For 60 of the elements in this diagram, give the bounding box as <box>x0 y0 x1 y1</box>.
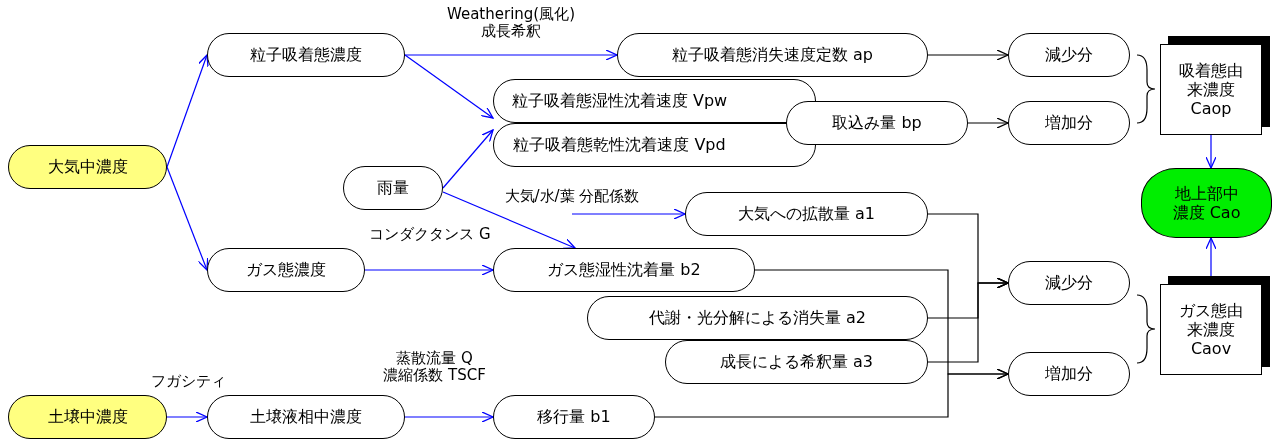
process-pill <box>207 248 365 292</box>
node-text: 移行量 b1 <box>537 407 611 427</box>
arrow <box>1205 134 1217 169</box>
process-pill <box>617 33 928 77</box>
arrow <box>166 166 209 271</box>
result-pill <box>1141 168 1272 238</box>
node-text: 吸着態由来濃度 Caop <box>1178 60 1244 119</box>
node-text: 代謝・光分解による消失量 a2 <box>648 308 867 328</box>
arrow <box>442 191 576 249</box>
process-pill <box>1008 352 1130 396</box>
arrow <box>364 264 494 276</box>
shadowed-box <box>1160 36 1270 135</box>
node-text: 粒子吸着態消失速度定数 ap <box>671 45 873 65</box>
arrow <box>571 208 686 220</box>
process-pill <box>493 79 816 123</box>
node-text: 大気中濃度 <box>47 157 128 177</box>
node-text: 大気への拡散量 a1 <box>737 204 876 224</box>
node-text: 増加分 <box>1045 113 1093 133</box>
node-text: 減少分 <box>1045 273 1093 293</box>
node-text: 取込み量 bp <box>832 113 922 133</box>
node-text: 地上部中濃度 Cao <box>1171 183 1242 223</box>
process-pill <box>343 166 443 210</box>
node-text: 減少分 <box>1045 45 1093 65</box>
process-pill <box>786 101 968 145</box>
node-text: ガス態由来濃度 Caov <box>1178 300 1244 359</box>
arrow <box>654 368 1009 418</box>
process-pill <box>493 248 755 292</box>
node-text: 成長による希釈量 a3 <box>719 352 874 372</box>
arrow <box>404 54 494 119</box>
node-text: ガス態湿性沈着量 b2 <box>547 260 701 280</box>
process-pill <box>493 395 655 439</box>
arrow <box>927 49 1009 61</box>
arrow <box>404 49 618 61</box>
arrow <box>1205 237 1217 277</box>
arrow <box>967 117 1009 129</box>
arrow <box>442 129 494 189</box>
node-text: 土壌液相中濃度 <box>250 407 362 427</box>
process-pill <box>207 395 405 439</box>
process-pill <box>665 340 928 384</box>
node-text: 増加分 <box>1045 364 1093 384</box>
node-text: 雨量 <box>377 178 409 198</box>
node-text: ガス態濃度 <box>246 260 326 280</box>
arrow <box>404 411 494 423</box>
process-pill <box>587 296 928 340</box>
source-pill <box>8 395 167 439</box>
arrow <box>927 277 1009 363</box>
arrow <box>166 411 208 423</box>
node-text: 粒子吸着態濃度 <box>250 45 362 65</box>
process-pill <box>493 123 816 167</box>
process-pill <box>1008 101 1130 145</box>
node-text: 粒子吸着態湿性沈着速度 Vpw <box>511 91 728 111</box>
process-pill <box>1008 261 1130 305</box>
arrow <box>166 54 209 168</box>
node-text: 粒子吸着態乾性沈着速度 Vpd <box>513 135 726 155</box>
node-text: 土壌中濃度 <box>47 407 128 427</box>
source-pill <box>8 145 167 189</box>
process-pill <box>1008 33 1130 77</box>
process-pill <box>685 192 928 236</box>
shadowed-box <box>1160 276 1270 375</box>
process-pill <box>207 33 405 77</box>
